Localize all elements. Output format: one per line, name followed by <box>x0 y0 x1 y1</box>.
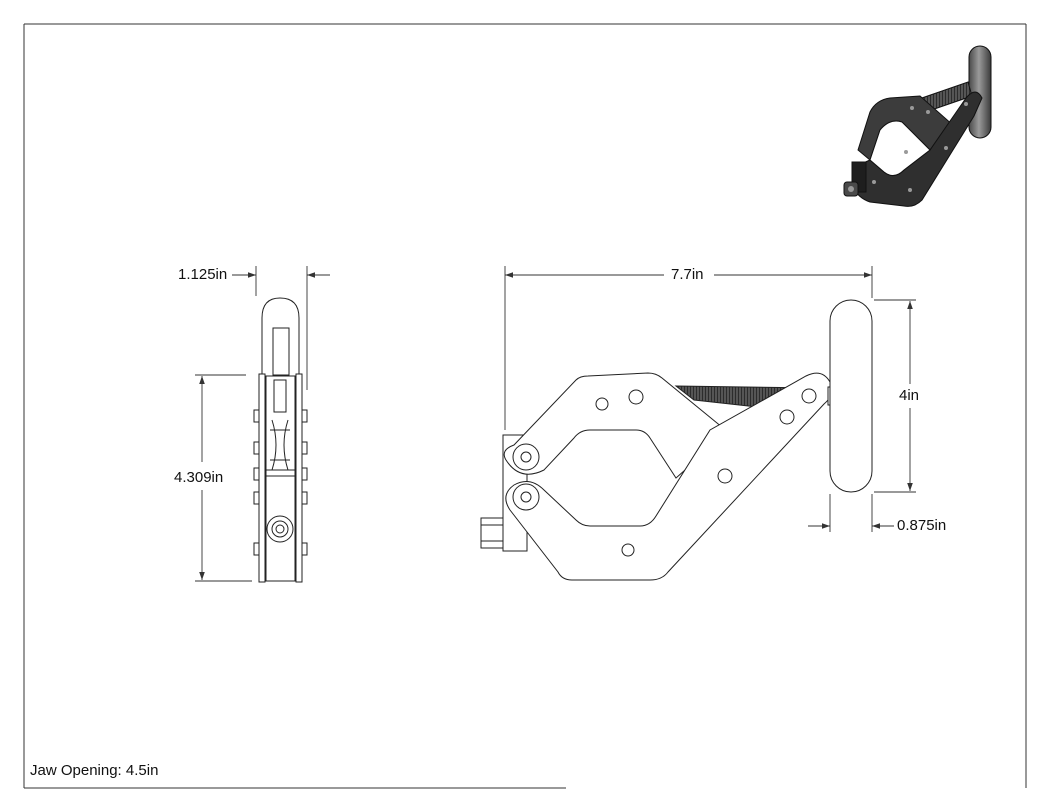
isometric-view <box>843 45 992 207</box>
t-handle <box>829 299 873 493</box>
handle-length-dimension: 4in <box>899 387 920 404</box>
front-view-dimensions <box>504 266 916 532</box>
side-view <box>253 297 308 583</box>
upper-jaw-arm <box>503 372 729 479</box>
side-view-dimensions <box>195 266 330 582</box>
front-view <box>480 299 873 581</box>
front-length-dimension: 7.7in <box>671 266 704 283</box>
side-width-dimension: 1.125in <box>178 266 228 283</box>
iso-handle <box>968 45 992 139</box>
jaw-opening-note: Jaw Opening: 4.5in <box>30 762 159 779</box>
sheet-border <box>23 23 1027 789</box>
handle-width-dimension: 0.875in <box>897 517 947 534</box>
side-height-dimension: 4.309in <box>174 469 224 486</box>
